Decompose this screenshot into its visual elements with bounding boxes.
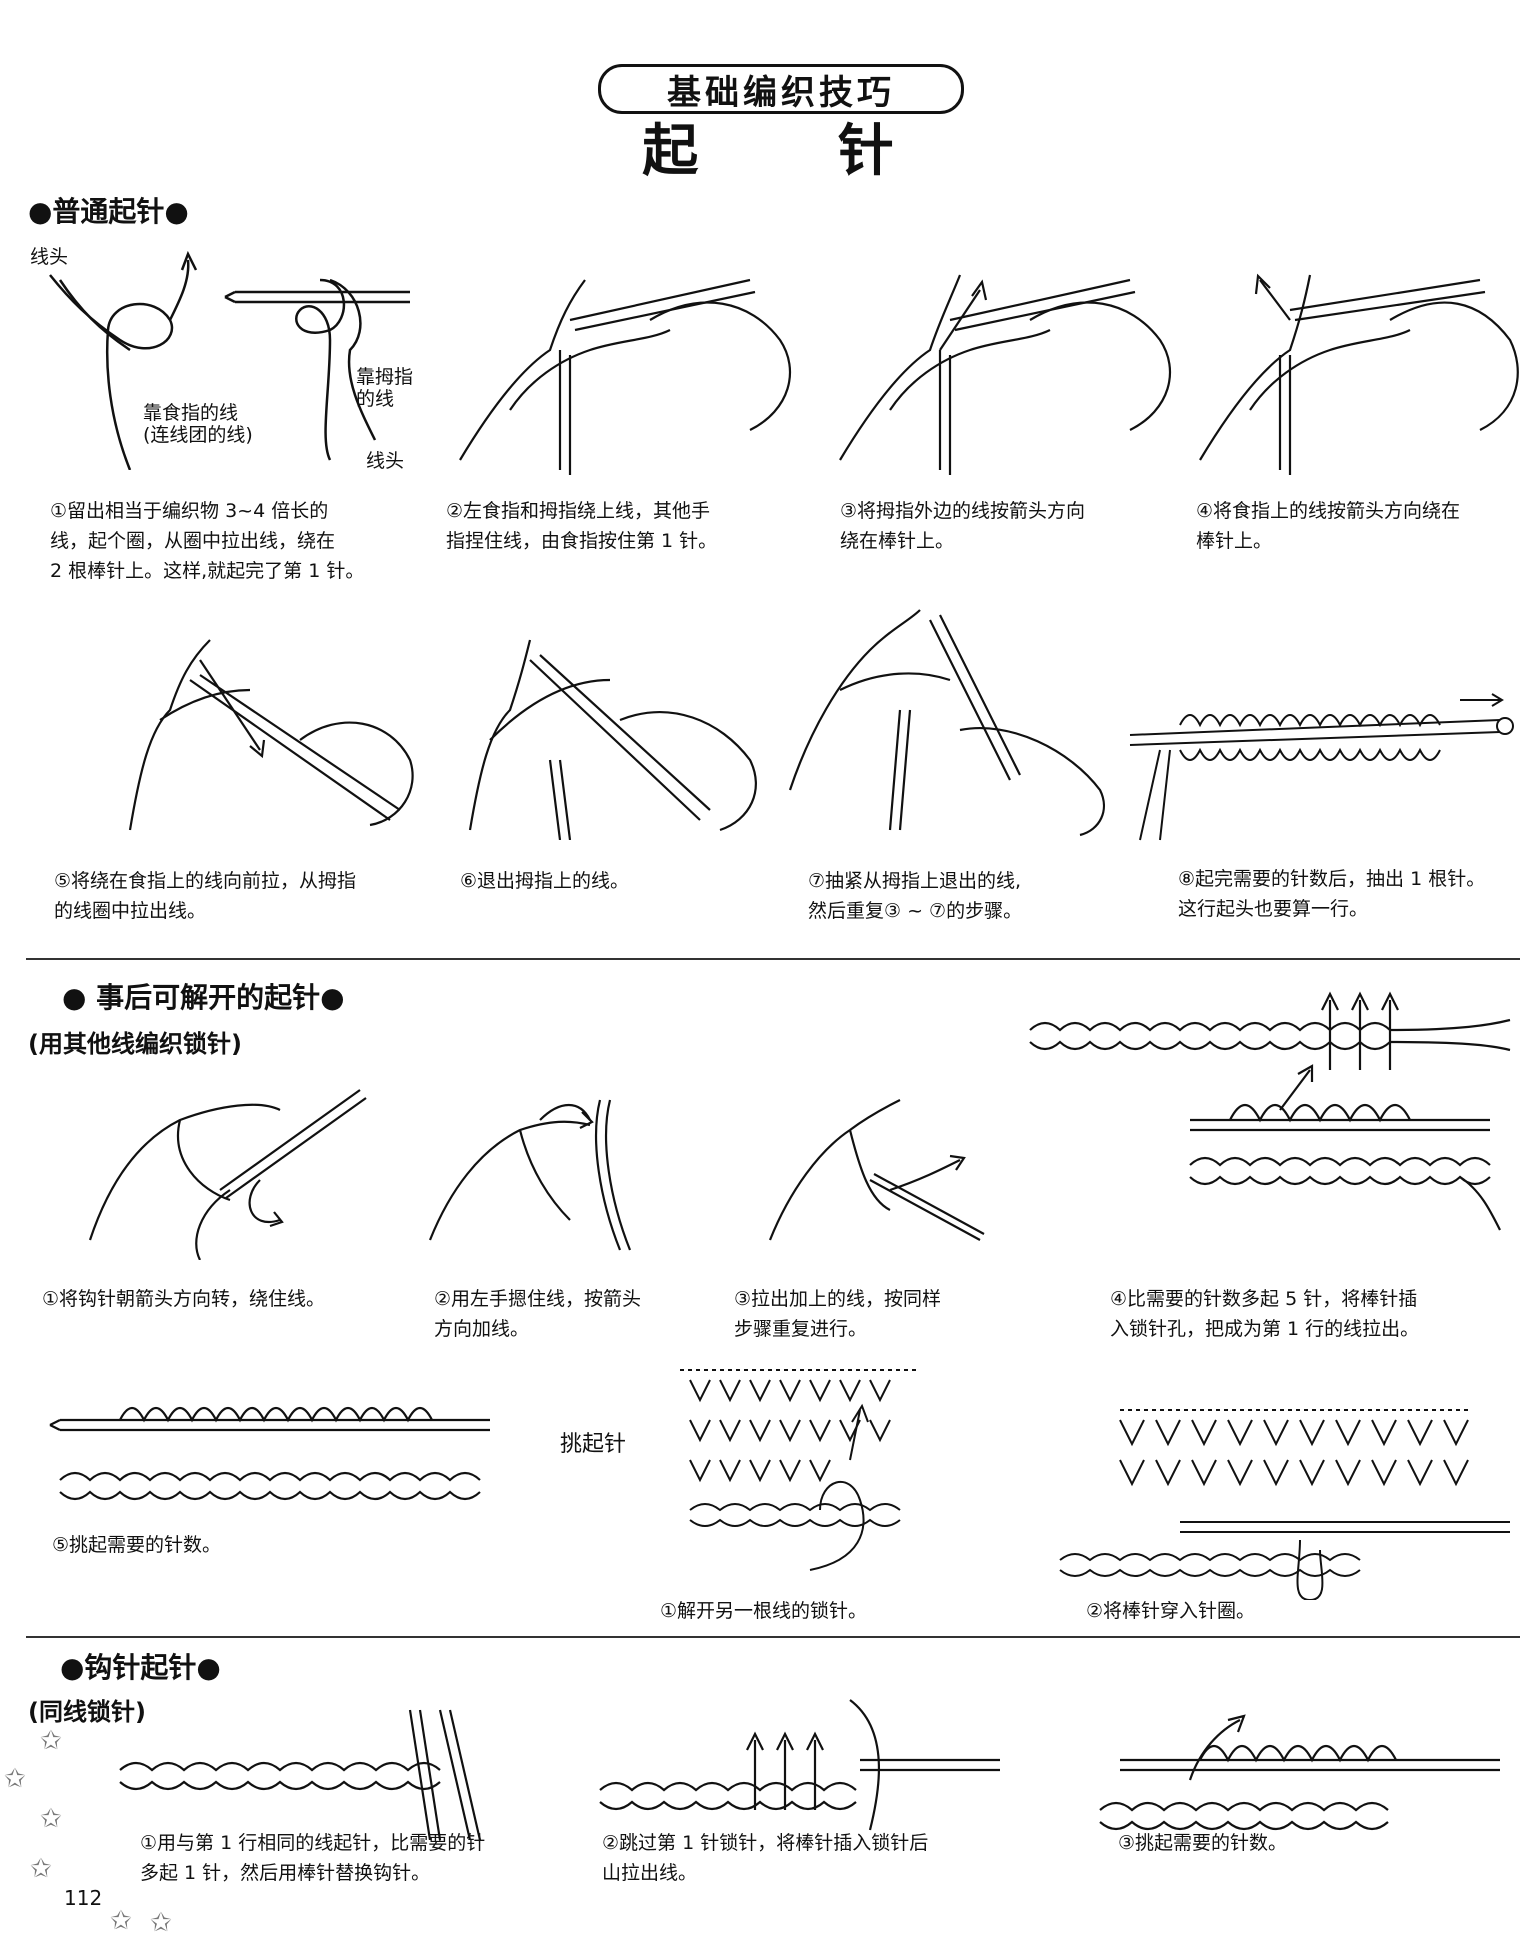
illustration-s2-step-3 [760, 1080, 1000, 1260]
star-icon: ✩ [110, 1906, 132, 1936]
pickup-1-caption: ①解开另一根线的锁针。 [660, 1600, 868, 1622]
step-4-caption: ④将食指上的线按箭头方向绕在 棒针上。 [1196, 500, 1461, 552]
s2-step-3-caption: ③拉出加上的线，按同样 步骤重复进行。 [734, 1288, 942, 1340]
label-index-thread: 靠食指的线 [143, 402, 239, 424]
s3-step-1-caption: ①用与第 1 行相同的线起针，比需要的针 多起 1 针，然后用棒针替换钩针。 [140, 1832, 486, 1884]
star-icon: ✩ [30, 1854, 52, 1884]
section-3-title: ●钩针起针● [60, 1651, 221, 1684]
label-thread-end-bottom: 线头 [366, 450, 405, 472]
step-5-caption: ⑤将绕在食指上的线向前拉，从拇指 的线圈中拉出线。 [54, 870, 357, 922]
pickup-label: 挑起针 [560, 1432, 627, 1457]
illustration-step-3 [830, 260, 1190, 480]
star-icon: ✩ [150, 1908, 172, 1938]
illustration-s2-step-1 [80, 1070, 380, 1260]
star-icon: ✩ [40, 1726, 62, 1756]
header-subtitle: 基础编织技巧 [667, 72, 895, 113]
illustration-s3-step-3 [1090, 1700, 1510, 1840]
star-icon: ✩ [40, 1804, 62, 1834]
step-2-caption: ②左食指和拇指绕上线，其他手 指捏住线，由食指按住第 1 针。 [446, 500, 718, 552]
illustration-step-1 [30, 240, 430, 470]
s2-step-5-caption: ⑤挑起需要的针数。 [52, 1534, 222, 1556]
section-divider-1 [26, 958, 1520, 960]
section-2-title: ● 事后可解开的起针● [62, 981, 345, 1014]
page-title: 起 针 [642, 119, 954, 184]
s3-step-3-caption: ③挑起需要的针数。 [1118, 1832, 1288, 1854]
s2-step-2-caption: ②用左手摁住线，按箭头 方向加线。 [434, 1288, 642, 1340]
header-subtitle-pill: 基础编织技巧 [598, 64, 964, 114]
step-7-caption: ⑦抽紧从拇指上退出的线, 然后重复③ ~ ⑦的步骤。 [808, 870, 1023, 922]
illustration-pickup-1 [680, 1360, 920, 1580]
step-1-caption: ①留出相当于编织物 3~4 倍长的 线，起个圈，从圈中拉出线，绕在 2 根棒针上… [50, 500, 365, 582]
step-3-caption: ③将拇指外边的线按箭头方向 绕在棒针上。 [840, 500, 1086, 552]
label-thumb-thread-sub: 的线 [356, 388, 395, 410]
illustration-s2-step-2 [420, 1080, 680, 1260]
label-index-thread-sub: (连线团的线) [143, 424, 253, 446]
illustration-s3-step-2 [590, 1690, 1010, 1840]
step-8-caption: ⑧起完需要的针数后，抽出 1 根针。 这行起头也要算一行。 [1178, 868, 1486, 920]
s3-step-2-caption: ②跳过第 1 针锁针，将棒针插入锁针后 山拉出线。 [602, 1832, 929, 1884]
s2-step-1-caption: ①将钩针朝箭头方向转，绕住线。 [42, 1288, 326, 1310]
section-divider-2 [26, 1636, 1520, 1638]
illustration-pickup-2 [1050, 1400, 1520, 1600]
illustration-s3-step-1 [110, 1700, 490, 1840]
illustration-step-8 [1120, 690, 1520, 850]
section-1-title: ●普通起针● [28, 195, 189, 228]
pickup-2-caption: ②将棒针穿入针圈。 [1086, 1600, 1256, 1622]
illustration-s2-step-4 [1020, 970, 1520, 1240]
step-6-caption: ⑥退出拇指上的线。 [460, 870, 630, 892]
section-2-subtitle: (用其他线编织锁针) [28, 1030, 242, 1058]
label-thread-end-top: 线头 [30, 246, 69, 268]
label-thumb-thread: 靠拇指 [356, 366, 414, 388]
illustration-s2-step-5 [40, 1390, 520, 1520]
illustration-step-7 [780, 590, 1120, 840]
section-3-subtitle: (同线锁针) [28, 1698, 146, 1726]
illustration-step-2 [450, 260, 810, 480]
illustration-step-4 [1190, 260, 1530, 480]
illustration-step-5 [110, 620, 430, 840]
illustration-step-6 [450, 620, 770, 840]
s2-step-4-caption: ④比需要的针数多起 5 针，将棒针插 入锁针孔，把成为第 1 行的线拉出。 [1110, 1288, 1420, 1340]
page-number: 112 [64, 1886, 103, 1910]
star-icon: ✩ [4, 1764, 26, 1794]
